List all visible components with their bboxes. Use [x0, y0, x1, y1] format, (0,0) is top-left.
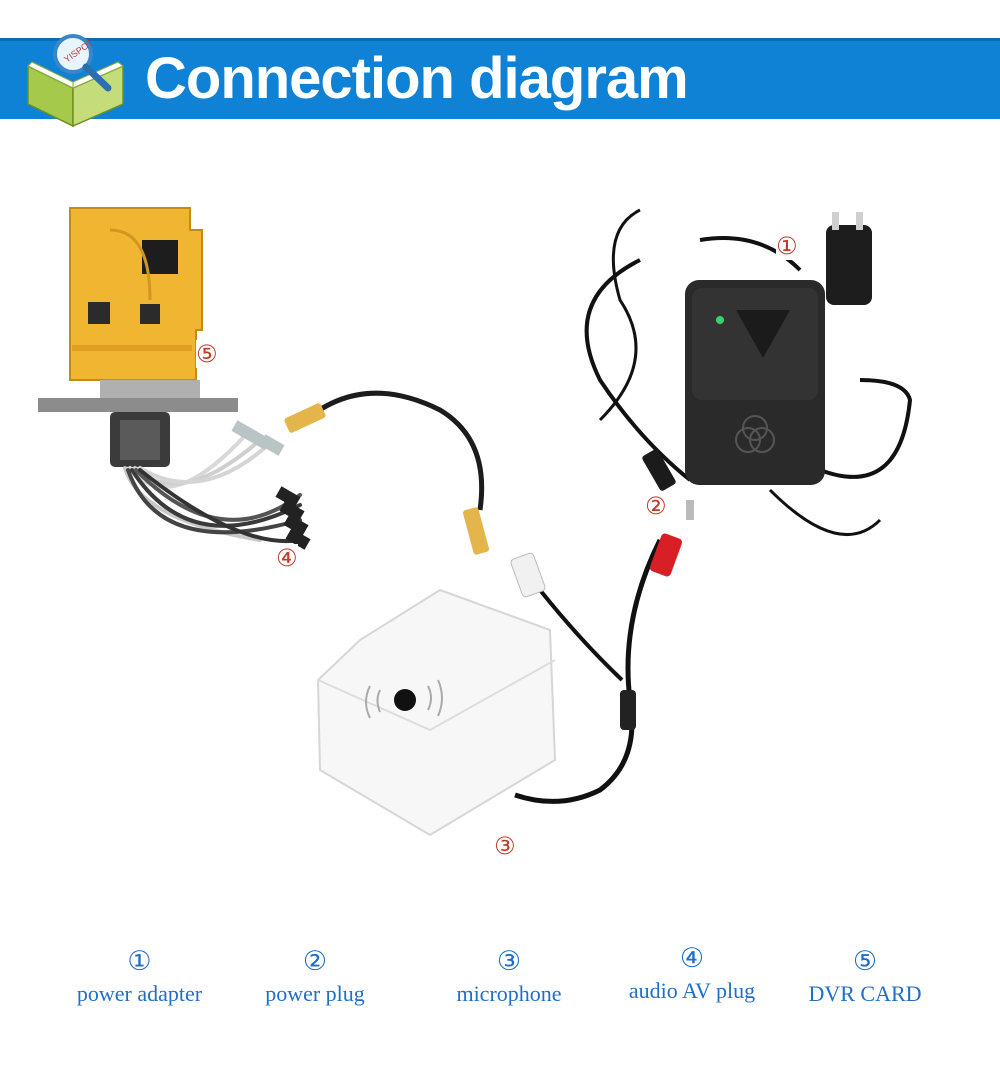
dvr-card-icon — [38, 207, 238, 467]
legend-item-power-adapter: ① power adapter — [52, 945, 227, 1009]
legend-number: ③ — [496, 946, 522, 977]
av-cable-icon — [298, 390, 485, 511]
legend-label: audio AV plug — [628, 978, 756, 1003]
power-adapter-icon — [584, 208, 913, 536]
header-banner: Connection diagram — [0, 38, 1000, 119]
callout-microphone: ③ — [494, 832, 516, 860]
legend-item-power-plug: ② power plug — [240, 945, 390, 1009]
microphone-icon — [316, 533, 683, 837]
callout-audio-av-plug: ④ — [276, 544, 298, 572]
legend-label: power adapter — [76, 981, 203, 1006]
callout-power-plug: ② — [645, 492, 667, 520]
legend-item-dvr-card: ⑤ DVR CARD — [792, 945, 938, 1009]
legend-item-microphone: ③ microphone — [430, 945, 588, 1009]
legend-number: ④ — [679, 943, 705, 974]
book-magnifier-logo-icon: YISPOT — [18, 26, 134, 134]
rca-plugs-icon — [231, 420, 311, 550]
breakout-cable-icon — [123, 428, 302, 544]
gold-rca-plug-2-icon — [462, 507, 490, 555]
legend-number: ② — [302, 946, 328, 977]
callout-dvr-card: ⑤ — [196, 340, 218, 368]
callout-power-adapter: ① — [776, 232, 798, 260]
legend-number: ⑤ — [852, 946, 878, 977]
legend-label: power plug — [265, 981, 365, 1006]
gold-rca-plug-icon — [284, 403, 326, 433]
legend-label: microphone — [456, 981, 562, 1006]
legend-label: DVR CARD — [808, 981, 922, 1006]
legend-number: ① — [127, 946, 152, 977]
legend-item-audio-av-plug: ④ audio AV plug — [604, 942, 780, 1006]
legend: ① power adapter ② power plug ③ microphon… — [0, 942, 1000, 1035]
page-title: Connection diagram — [145, 46, 689, 111]
connection-diagram — [38, 207, 913, 837]
